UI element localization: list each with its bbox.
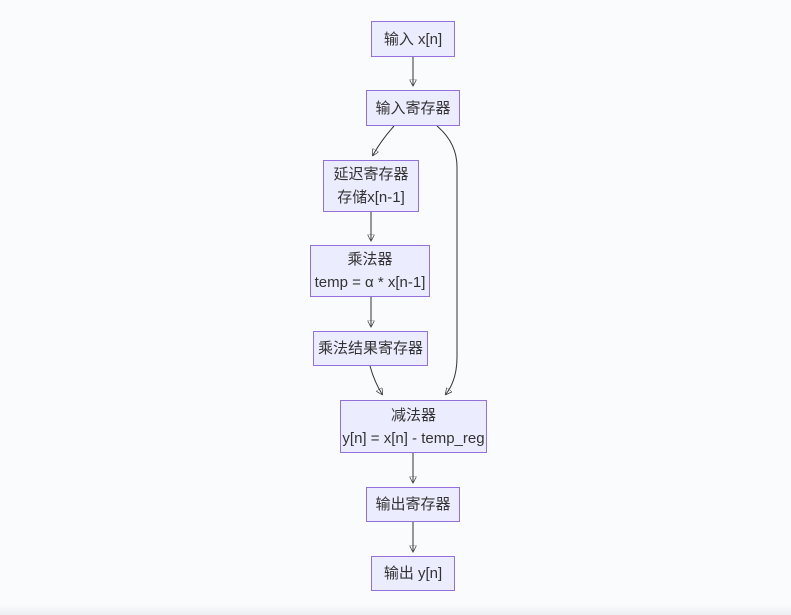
node-label: temp = α * x[n-1] [314,274,426,291]
node-subtractor: 减法器 y[n] = x[n] - temp_reg [340,400,487,453]
edge-inputreg-bypass-to-subtractor [436,125,458,394]
node-label: 存储x[n-1] [337,189,405,206]
edge-inputreg-to-delayreg [373,125,395,155]
node-mult-result-register: 乘法结果寄存器 [313,331,428,366]
bottom-edge-shadow [0,605,791,615]
node-label: 延迟寄存器 [333,166,409,183]
edge-multresult-to-subtractor [369,365,382,394]
node-label: 输入寄存器 [375,99,451,117]
node-label: 输出寄存器 [375,496,451,513]
node-label: 输入 x[n] [383,30,443,48]
node-delay-register: 延迟寄存器 存储x[n-1] [323,160,419,212]
node-label: 减法器 [390,406,436,424]
node-label: 乘法器 [347,251,393,268]
node-label: 输出 y[n] [383,565,443,582]
node-output-register: 输出寄存器 [366,487,460,522]
node-output-yn: 输出 y[n] [371,556,455,591]
node-input-xn: 输入 x[n] [371,21,455,57]
node-label: 乘法结果寄存器 [317,340,423,357]
node-multiplier: 乘法器 temp = α * x[n-1] [310,245,430,297]
node-label: y[n] = x[n] - temp_reg [342,429,485,447]
node-input-register: 输入寄存器 [366,90,460,126]
